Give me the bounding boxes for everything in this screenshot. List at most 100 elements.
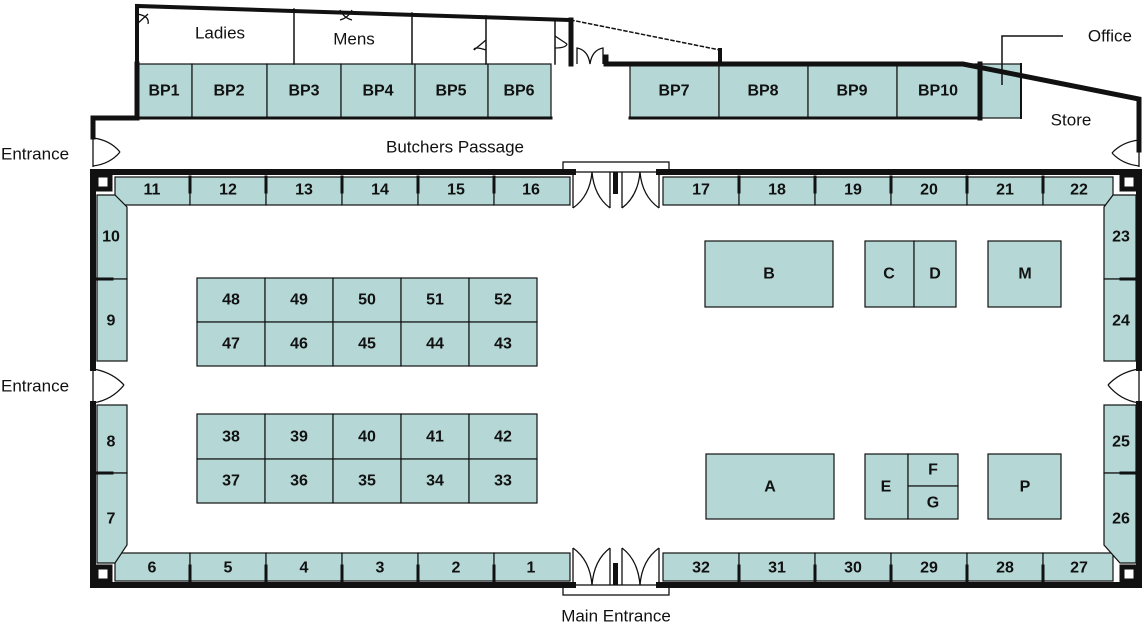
stall-bp3[interactable] — [266, 63, 342, 119]
label-39: 39 — [290, 429, 308, 446]
label-bp8: BP8 — [747, 83, 778, 100]
stall-19[interactable] — [814, 176, 892, 206]
stall-bp8[interactable] — [718, 63, 809, 119]
label-44: 44 — [426, 336, 444, 353]
label-19: 19 — [844, 182, 862, 199]
label-bp5: BP5 — [435, 83, 466, 100]
label-14: 14 — [371, 182, 389, 199]
stall-p[interactable] — [987, 453, 1062, 520]
label-3: 3 — [376, 560, 385, 577]
side-stalls — [96, 194, 1137, 564]
label-42: 42 — [494, 429, 512, 446]
label-11: 11 — [144, 182, 161, 199]
entrance-left-mid-label[interactable]: Entrance — [1, 377, 69, 396]
stall-c[interactable] — [864, 240, 915, 308]
stall-f[interactable] — [907, 453, 959, 487]
stall-52[interactable] — [468, 277, 538, 323]
stall-36[interactable] — [264, 458, 334, 504]
label-32: 32 — [692, 560, 710, 577]
label-51: 51 — [426, 292, 444, 309]
label-49: 49 — [290, 292, 308, 309]
stall-50[interactable] — [332, 277, 402, 323]
label-50: 50 — [358, 292, 376, 309]
stall-13[interactable] — [265, 176, 343, 206]
label-29: 29 — [920, 560, 938, 577]
entrance-left-top-label[interactable]: Entrance — [1, 145, 69, 164]
stall-33[interactable] — [468, 458, 538, 504]
stall-48[interactable] — [196, 277, 266, 323]
label-e: E — [881, 479, 892, 496]
label-20: 20 — [920, 182, 938, 199]
label-b: B — [763, 266, 775, 283]
stall-bp10[interactable] — [896, 63, 980, 119]
stall-25[interactable] — [1103, 404, 1137, 474]
stall-39[interactable] — [264, 413, 334, 460]
label-7: 7 — [107, 511, 116, 528]
stall-28[interactable] — [966, 552, 1044, 582]
stall-7[interactable] — [96, 472, 128, 564]
stall-1[interactable] — [493, 552, 571, 582]
label-28: 28 — [996, 560, 1014, 577]
stall-b[interactable] — [704, 240, 834, 308]
stall-34[interactable] — [400, 458, 470, 504]
stall-d[interactable] — [913, 240, 957, 308]
stall-bp1[interactable] — [136, 63, 193, 119]
stall-41[interactable] — [400, 413, 470, 460]
office-leader — [1001, 35, 1063, 85]
label-bp9: BP9 — [836, 83, 867, 100]
ladies-label: Ladies — [195, 24, 245, 43]
butchers-passage-label: Butchers Passage — [386, 138, 524, 157]
stall-27[interactable] — [1042, 552, 1114, 582]
label-8: 8 — [107, 434, 116, 451]
stall-17[interactable] — [662, 176, 740, 206]
label-16: 16 — [522, 182, 540, 199]
stall-e[interactable] — [864, 453, 909, 520]
label-bp1: BP1 — [148, 83, 179, 100]
label-18: 18 — [768, 182, 786, 199]
label-4: 4 — [300, 560, 309, 577]
label-bp6: BP6 — [503, 83, 534, 100]
label-52: 52 — [494, 292, 512, 309]
stall-40[interactable] — [332, 413, 402, 460]
stall-43[interactable] — [468, 321, 538, 367]
label-43: 43 — [494, 336, 512, 353]
store-label: Store — [1051, 111, 1092, 130]
stall-block-upper — [196, 277, 538, 367]
label-47: 47 — [222, 336, 240, 353]
stall-22[interactable] — [1042, 176, 1114, 206]
label-5: 5 — [224, 560, 233, 577]
butchers-stalls — [136, 63, 1022, 119]
walls — [90, 3, 1142, 588]
stall-31[interactable] — [738, 552, 816, 582]
stall-labels: BP1 BP2 BP3 BP4 BP5 BP6 BP7 BP8 BP9 BP10… — [102, 83, 1130, 577]
stall-a[interactable] — [705, 453, 835, 520]
stall-bp6[interactable] — [487, 63, 552, 119]
label-27: 27 — [1070, 560, 1088, 577]
stall-m[interactable] — [987, 240, 1062, 308]
main-entrance-label[interactable]: Main Entrance — [561, 607, 671, 625]
stall-42[interactable] — [468, 413, 538, 460]
stall-bp2[interactable] — [191, 63, 268, 119]
label-bp7: BP7 — [658, 83, 689, 100]
stall-44[interactable] — [400, 321, 470, 367]
label-26: 26 — [1112, 511, 1130, 528]
label-36: 36 — [290, 473, 308, 490]
stall-24[interactable] — [1103, 278, 1137, 362]
stall-46[interactable] — [264, 321, 334, 367]
label-17: 17 — [692, 182, 710, 199]
stall-11[interactable] — [114, 176, 191, 206]
label-1: 1 — [527, 560, 536, 577]
stall-21[interactable] — [966, 176, 1044, 206]
stall-37[interactable] — [196, 458, 266, 504]
label-bp3: BP3 — [288, 83, 319, 100]
stall-g[interactable] — [907, 485, 959, 520]
stall-10[interactable] — [96, 194, 128, 280]
stall-18[interactable] — [738, 176, 816, 206]
stall-5[interactable] — [189, 552, 267, 582]
stall-35[interactable] — [332, 458, 402, 504]
label-25: 25 — [1112, 434, 1130, 451]
stall-2[interactable] — [417, 552, 495, 582]
stall-8[interactable] — [96, 404, 128, 474]
label-a: A — [764, 479, 776, 496]
stall-12[interactable] — [189, 176, 267, 206]
